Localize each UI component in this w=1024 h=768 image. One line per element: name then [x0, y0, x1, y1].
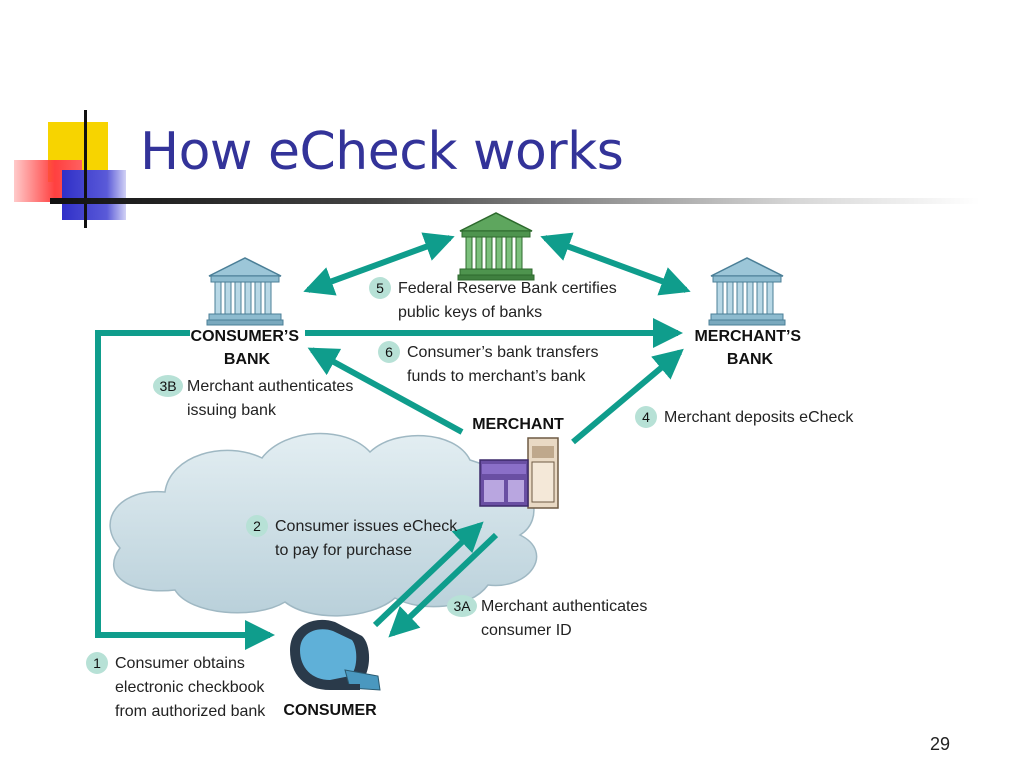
- step-5-text: Federal Reserve Bank certifies public ke…: [398, 280, 621, 321]
- step-4: 4 Merchant deposits eCheck: [635, 406, 854, 428]
- arrow-bank-to-consumer: [95, 330, 275, 650]
- step-3b-text: Merchant authenticates issuing bank: [187, 378, 358, 419]
- step-2-text: Consumer issues eCheck to pay for purcha…: [275, 518, 462, 559]
- arrow-merchant-to-merchant-bank: [571, 348, 684, 445]
- merchant-store-icon: [479, 437, 559, 509]
- svg-text:6: 6: [385, 344, 393, 360]
- merchant-label: MERCHANT: [472, 416, 564, 433]
- svg-text:5: 5: [376, 280, 384, 296]
- deco-vertical-line: [84, 110, 87, 228]
- consumer-label: CONSUMER: [283, 702, 377, 719]
- page-number: 29: [930, 734, 951, 754]
- step-6: 6 Consumer’s bank transfers funds to mer…: [378, 341, 603, 385]
- consumer-bank-label: CONSUMER’S BANK: [191, 328, 304, 368]
- step-2-badge: [246, 515, 268, 537]
- step-3a: 3A Merchant authenticates consumer ID: [447, 595, 652, 639]
- title-underline: [50, 198, 980, 204]
- step-2: 2 Consumer issues eCheck to pay for purc…: [246, 515, 462, 559]
- step-3b-badge: [153, 375, 183, 397]
- step-1-text: Consumer obtains electronic checkbook fr…: [115, 655, 269, 720]
- merchant-bank-icon: [708, 257, 786, 326]
- consumer-bank-icon: [206, 257, 284, 326]
- svg-text:4: 4: [642, 409, 650, 425]
- step-4-badge: [635, 406, 657, 428]
- step-6-badge: [378, 341, 400, 363]
- step-6-text: Consumer’s bank transfers funds to merch…: [407, 344, 603, 385]
- step-1-badge: [86, 652, 108, 674]
- arrow-fed-consumer-bank: [303, 232, 455, 296]
- arrow-merchant-to-consumer-bank: [307, 347, 464, 435]
- deco-blue-square: [62, 170, 126, 220]
- svg-text:3A: 3A: [453, 598, 471, 614]
- svg-text:1: 1: [93, 655, 101, 671]
- step-5-badge: [369, 277, 391, 299]
- svg-text:2: 2: [253, 518, 261, 534]
- step-4-text: Merchant deposits eCheck: [664, 409, 854, 426]
- merchant-bank-label: MERCHANT’S BANK: [694, 328, 805, 368]
- arrow-fed-merchant-bank: [540, 232, 691, 296]
- federal-bank-icon: [457, 212, 535, 281]
- arrow-merchant-to-consumer: [388, 532, 499, 638]
- consumer-computer-icon: [290, 619, 381, 691]
- flow-arrows: [95, 232, 691, 650]
- slide-title: How eCheck works: [140, 122, 624, 182]
- step-3b: 3B Merchant authenticates issuing bank: [153, 375, 358, 419]
- step-1: 1 Consumer obtains electronic checkbook …: [86, 652, 269, 720]
- step-3a-badge: [447, 595, 477, 617]
- step-3a-text: Merchant authenticates consumer ID: [481, 598, 652, 639]
- step-5: 5 Federal Reserve Bank certifies public …: [369, 277, 621, 321]
- svg-text:3B: 3B: [159, 378, 176, 394]
